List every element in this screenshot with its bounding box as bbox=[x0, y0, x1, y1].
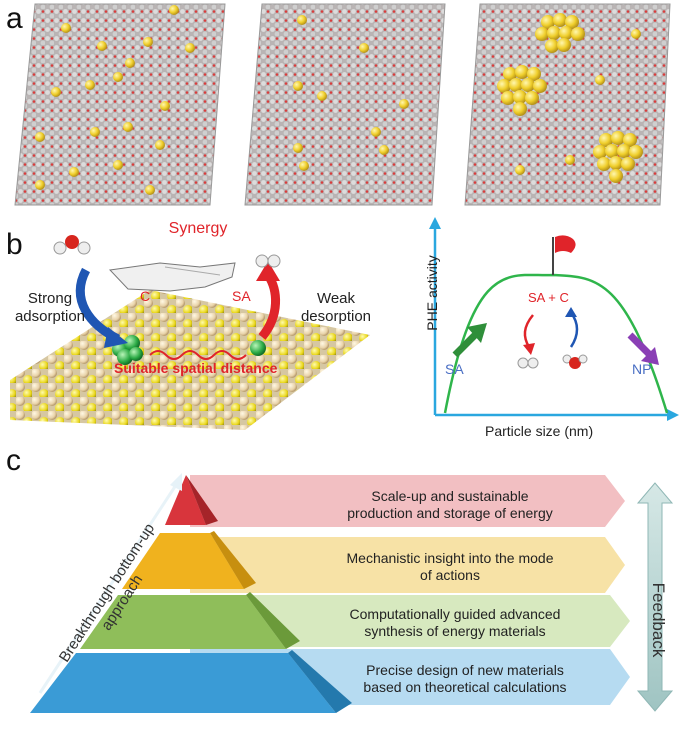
y-axis-label: PHE activity bbox=[424, 255, 440, 331]
panel-label-b: b bbox=[6, 228, 23, 261]
decrease-arrow bbox=[627, 332, 653, 358]
water-molecule-icon bbox=[562, 354, 588, 369]
x-axis-label: Particle size (nm) bbox=[485, 423, 594, 439]
nanoparticle-cluster-3 bbox=[593, 131, 643, 183]
hydrogen-molecule-icon bbox=[517, 357, 539, 369]
red-cycle-arrow bbox=[523, 314, 534, 348]
increase-arrow bbox=[452, 330, 480, 358]
layer-1-side bbox=[186, 475, 218, 525]
weak-desorption-label: Weak desorption bbox=[300, 290, 372, 325]
layer-1-front bbox=[165, 475, 206, 525]
band-3 bbox=[190, 595, 630, 647]
suitable-distance-label: Suitable spatial distance bbox=[114, 360, 278, 376]
np-region-label: NP bbox=[632, 361, 652, 377]
layer-4-front bbox=[30, 653, 336, 713]
layer-3-front bbox=[80, 595, 286, 649]
slab-3 bbox=[464, 3, 671, 206]
bottom-up-arrow bbox=[38, 484, 178, 694]
sa-label: SA bbox=[232, 288, 251, 304]
panel-b-schematic bbox=[10, 235, 370, 430]
strong-adsorption-label: Strong adsorption bbox=[14, 290, 86, 325]
layer-4-side bbox=[288, 650, 352, 713]
panel-c-pyramid bbox=[30, 473, 674, 713]
sa-region-label: SA bbox=[445, 361, 464, 377]
layer-3-side bbox=[246, 592, 300, 649]
flag-icon bbox=[555, 235, 576, 253]
sa-c-label: SA + C bbox=[528, 290, 569, 305]
activity-curve bbox=[443, 273, 669, 414]
blue-cycle-arrow bbox=[569, 312, 579, 348]
nanoparticle-cluster-2 bbox=[497, 65, 547, 116]
nanoparticle-cluster-1 bbox=[535, 13, 585, 53]
volcano-plot bbox=[429, 217, 679, 421]
slab-2 bbox=[244, 3, 446, 206]
layer-2-side bbox=[210, 531, 256, 589]
panel-label-c: c bbox=[6, 444, 21, 477]
distance-wave bbox=[149, 350, 247, 360]
water-molecule-icon bbox=[53, 235, 91, 255]
hydrogen-molecule-icon bbox=[255, 254, 281, 268]
synergy-label: Synergy bbox=[168, 220, 228, 237]
layer-2-front bbox=[122, 533, 244, 589]
desorption-arrow bbox=[258, 272, 281, 340]
panel-a-lattices bbox=[14, 3, 671, 206]
band-1 bbox=[190, 475, 625, 527]
feedback-label: Feedback bbox=[649, 582, 668, 658]
c-label: C bbox=[140, 288, 151, 304]
band-2 bbox=[190, 537, 625, 593]
panel-label-a: a bbox=[6, 2, 23, 35]
feedback-arrow-icon bbox=[636, 482, 674, 712]
handshake-icon bbox=[108, 262, 236, 292]
slab-1 bbox=[14, 3, 226, 206]
